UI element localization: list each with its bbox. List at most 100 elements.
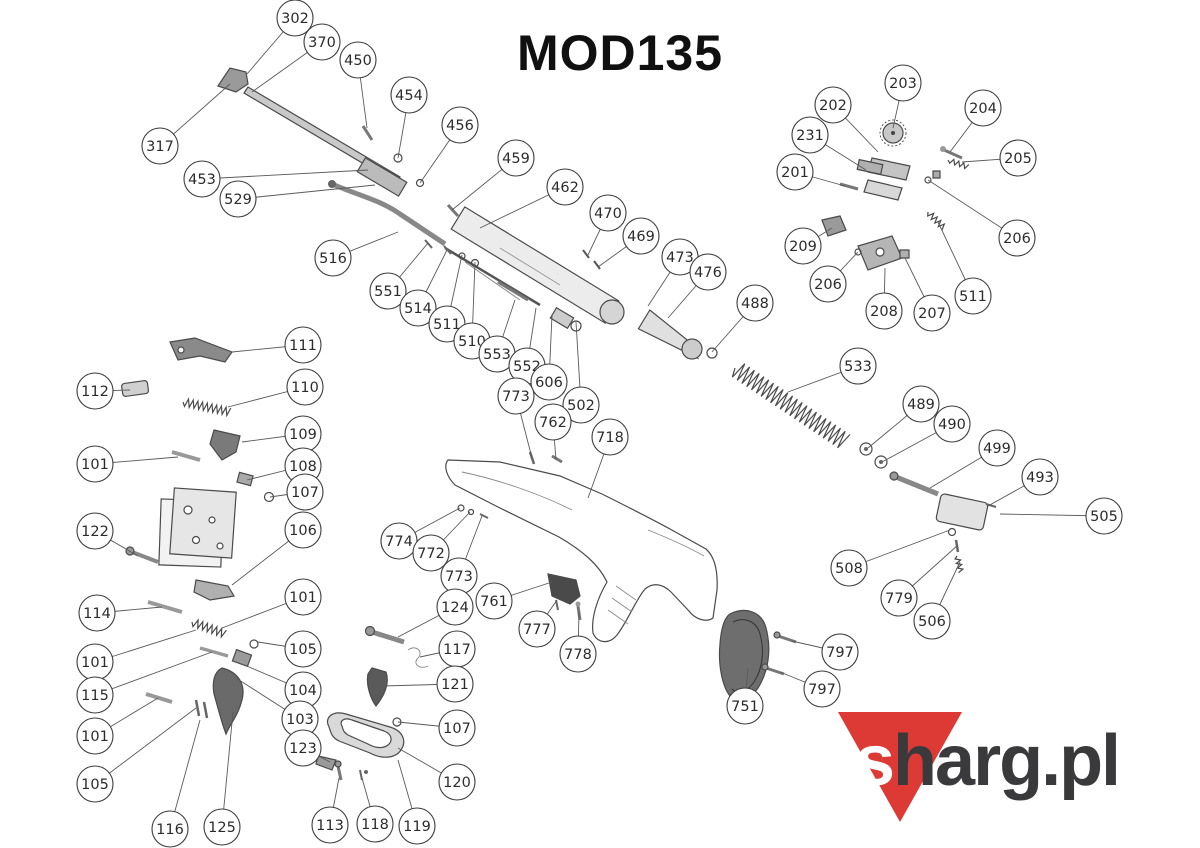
callout-label-206: 206	[1003, 231, 1031, 247]
callout-105: 105	[284, 630, 322, 668]
callout-label-751: 751	[731, 699, 759, 715]
logo-wordmark: harg.pl	[893, 721, 1121, 801]
callout-label-124: 124	[441, 600, 469, 616]
callout-label-797: 797	[826, 645, 854, 661]
callout-533: 533	[839, 347, 877, 385]
callout-118: 118	[356, 805, 394, 843]
callout-label-777: 777	[523, 622, 551, 638]
callout-454: 454	[390, 76, 428, 114]
callout-label-493: 493	[1026, 470, 1054, 486]
barrel-assembly-drawing	[218, 68, 487, 232]
callout-label-118: 118	[361, 817, 389, 833]
callout-label-797: 797	[808, 682, 836, 698]
callout-label-105: 105	[289, 642, 317, 658]
callout-469: 469	[622, 217, 660, 255]
diagram-title: MOD135	[516, 25, 724, 81]
callout-label-499: 499	[983, 441, 1011, 457]
callout-462: 462	[546, 168, 584, 206]
callout-label-117: 117	[443, 642, 471, 658]
callout-label-302: 302	[281, 11, 309, 27]
callout-718: 718	[591, 418, 629, 456]
callout-208: 208	[865, 292, 903, 330]
callout-label-489: 489	[907, 397, 935, 413]
callout-label-202: 202	[819, 98, 847, 114]
callout-101: 101	[284, 578, 322, 616]
callout-206: 206	[809, 265, 847, 303]
callout-label-107: 107	[291, 485, 319, 501]
callout-label-123: 123	[289, 741, 317, 757]
callout-label-205: 205	[1004, 151, 1032, 167]
callout-label-115: 115	[81, 688, 109, 704]
callout-514: 514	[399, 289, 437, 327]
callout-label-101: 101	[81, 655, 109, 671]
callout-119: 119	[398, 807, 436, 845]
callout-label-505: 505	[1090, 509, 1118, 525]
callout-label-476: 476	[694, 265, 722, 281]
callout-label-112: 112	[81, 384, 109, 400]
callout-123: 123	[284, 729, 322, 767]
callout-label-772: 772	[417, 546, 445, 562]
callout-201: 201	[776, 153, 814, 191]
callout-116: 116	[151, 810, 189, 848]
callout-476: 476	[689, 253, 727, 291]
callout-456: 456	[441, 106, 479, 144]
callout-label-552: 552	[513, 359, 541, 375]
receiver-tube-drawing	[451, 207, 624, 331]
callout-121: 121	[436, 665, 474, 703]
callout-label-470: 470	[594, 206, 622, 222]
callout-502: 502	[562, 386, 600, 424]
callout-107: 107	[286, 473, 324, 511]
cocking-lever-drawing	[328, 180, 540, 305]
parts-drawing	[121, 68, 996, 780]
mainspring-drawing	[732, 364, 850, 448]
callout-label-551: 551	[374, 284, 402, 300]
callout-111: 111	[284, 326, 322, 364]
callout-106: 106	[284, 511, 322, 549]
callout-label-113: 113	[316, 818, 344, 834]
callout-label-209: 209	[789, 239, 817, 255]
callout-label-105: 105	[81, 777, 109, 793]
callout-label-201: 201	[781, 165, 809, 181]
callout-797: 797	[803, 670, 841, 708]
callout-778: 778	[559, 635, 597, 673]
callout-label-779: 779	[885, 591, 913, 607]
callout-114: 114	[78, 594, 116, 632]
callout-label-108: 108	[289, 459, 317, 475]
stock-drawing	[446, 452, 717, 642]
callout-label-718: 718	[596, 430, 624, 446]
callout-label-490: 490	[938, 417, 966, 433]
logo-triangle-icon	[838, 712, 962, 822]
callout-label-206: 206	[814, 277, 842, 293]
brand-logo: sharg.pl	[833, 698, 1198, 838]
callout-label-107: 107	[443, 721, 471, 737]
callout-label-370: 370	[308, 35, 336, 51]
callout-774: 774	[380, 522, 418, 560]
callout-493: 493	[1021, 458, 1059, 496]
callout-508: 508	[830, 549, 868, 587]
callout-label-516: 516	[319, 251, 347, 267]
callout-label-459: 459	[502, 151, 530, 167]
callout-label-533: 533	[844, 359, 872, 375]
callout-206: 206	[998, 219, 1036, 257]
callout-label-114: 114	[83, 606, 111, 622]
callout-label-204: 204	[969, 101, 997, 117]
callout-label-506: 506	[918, 614, 946, 630]
callout-113: 113	[311, 806, 349, 844]
callout-label-762: 762	[539, 415, 567, 431]
callout-label-106: 106	[289, 523, 317, 539]
callout-205: 205	[999, 139, 1037, 177]
leader-line-125	[221, 711, 234, 828]
callout-label-502: 502	[567, 398, 595, 414]
callout-label-454: 454	[395, 88, 423, 104]
callout-117: 117	[438, 630, 476, 668]
callout-112: 112	[76, 372, 114, 410]
callout-circles: 3023704504544564594624704694734764883174…	[76, 0, 1123, 848]
callout-105: 105	[76, 765, 114, 803]
callout-104: 104	[284, 671, 322, 709]
callout-204: 204	[964, 89, 1002, 127]
callout-453: 453	[183, 160, 221, 198]
logo-text: sharg.pl	[855, 706, 1121, 816]
callout-label-462: 462	[551, 180, 579, 196]
leader-line-453	[201, 169, 369, 180]
trigger-group-drawing	[121, 338, 273, 734]
